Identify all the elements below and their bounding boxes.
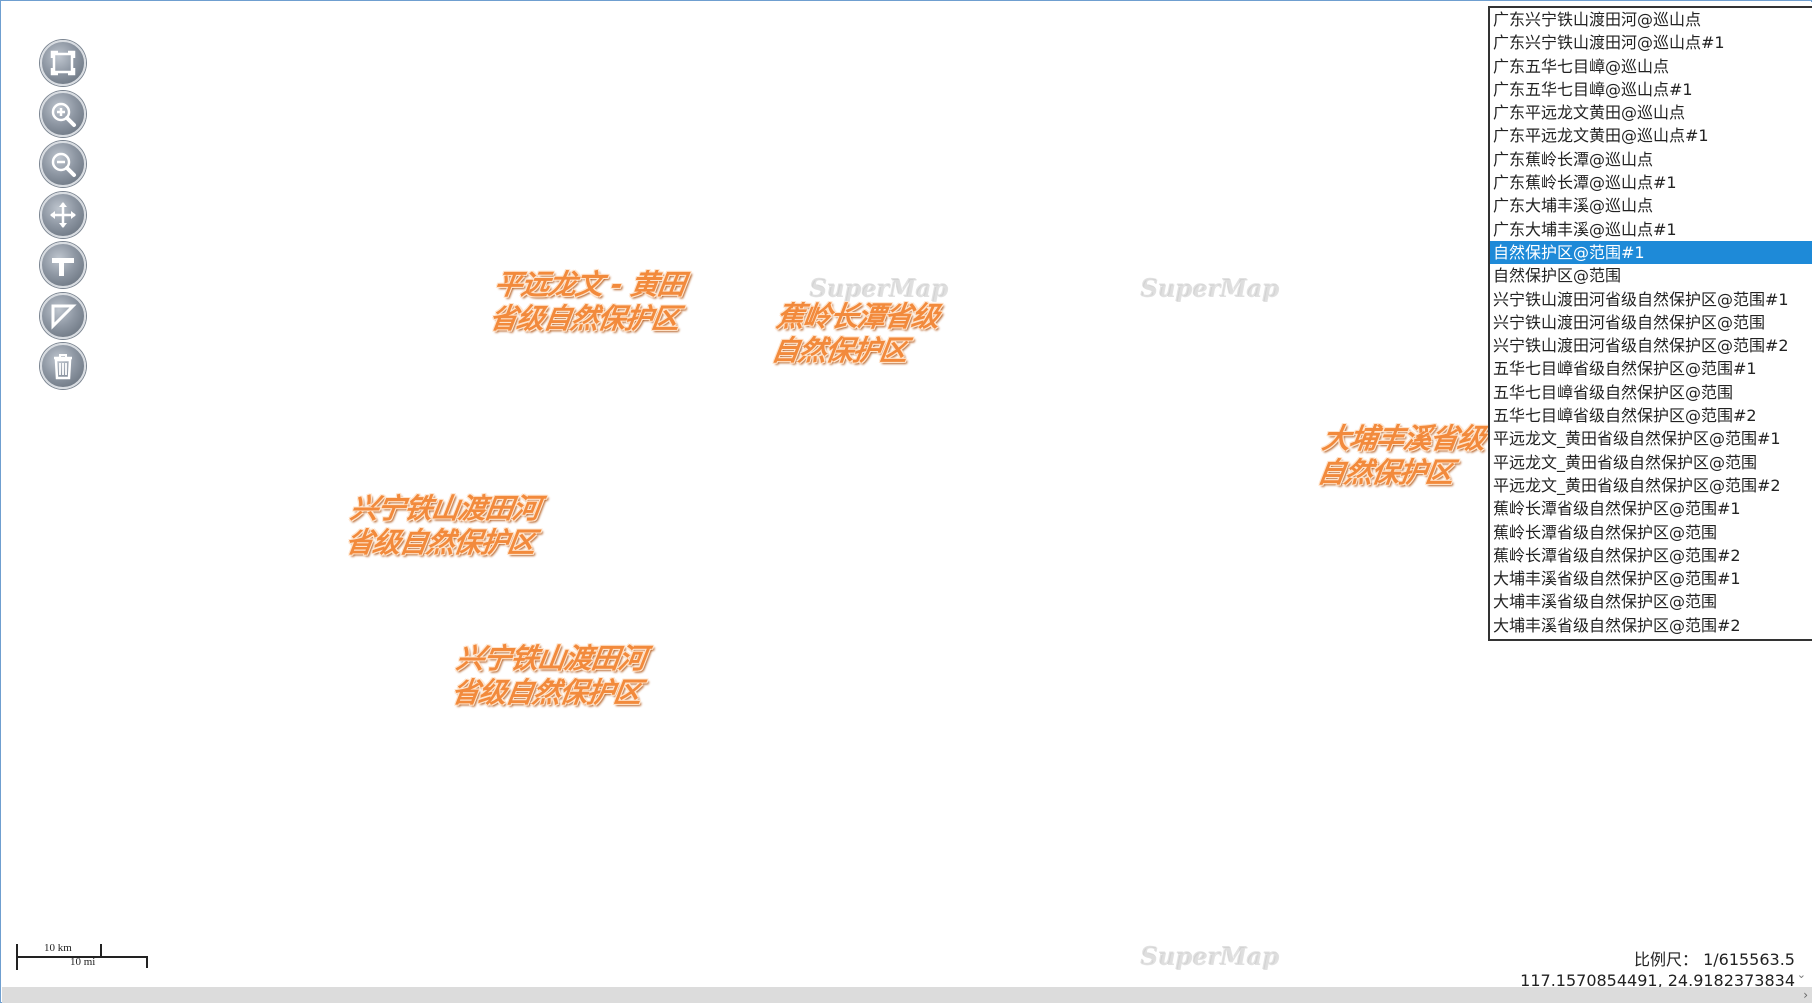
measure-distance-button[interactable] (40, 242, 86, 288)
scale-readout: 比例尺： 1/615563.5 (1633, 950, 1795, 969)
chevron-right-icon[interactable]: › (1803, 988, 1808, 1002)
layer-list-item[interactable]: 五华七目嶂省级自然保护区@范围#1 (1493, 359, 1757, 379)
zoom-in-button[interactable] (40, 90, 86, 137)
map-label: 平远龙文 - 黄田 省级自然保护区 (487, 268, 687, 336)
watermark: SuperMap (1141, 274, 1280, 303)
fullscreen-icon (50, 50, 76, 76)
layer-list-item[interactable]: 大埔丰溪省级自然保护区@范围 (1493, 592, 1718, 612)
horizontal-scrollbar[interactable]: › (2, 987, 1812, 1003)
chevron-down-icon[interactable]: ⌄ (1796, 968, 1806, 981)
map-label-line: 省级自然保护区 (487, 302, 682, 335)
layer-list-item[interactable]: 大埔丰溪省级自然保护区@范围#2 (1493, 615, 1741, 635)
pan-button[interactable] (40, 191, 86, 238)
map-label: 兴宁铁山渡田河 省级自然保护区 (449, 642, 648, 710)
scale-bar-tick (100, 944, 102, 956)
layer-list-item[interactable]: 广东蕉岭长潭@巡山点 (1493, 149, 1654, 169)
watermark: SuperMap (810, 274, 949, 303)
scale-bar: 10 km 10 mi (16, 942, 152, 972)
measure-area-button[interactable] (40, 292, 86, 339)
layer-list-item[interactable]: 兴宁铁山渡田河省级自然保护区@范围 (1493, 312, 1766, 332)
layer-list-item[interactable]: 广东平远龙文黄田@巡山点#1 (1493, 126, 1709, 146)
layer-list-item[interactable]: 广东大埔丰溪@巡山点#1 (1493, 219, 1677, 239)
scale-bar-line (16, 956, 148, 958)
layer-list-item[interactable]: 广东兴宁铁山渡田河@巡山点 (1493, 10, 1702, 29)
scale-bar-tick (146, 956, 148, 968)
layer-list-item[interactable]: 兴宁铁山渡田河省级自然保护区@范围#2 (1493, 336, 1789, 356)
layer-list-item[interactable]: 蕉岭长潭省级自然保护区@范围 (1493, 522, 1718, 542)
pan-icon (50, 201, 76, 228)
trash-icon (54, 354, 72, 380)
map-label-line: 省级自然保护区 (449, 676, 644, 709)
watermark: SuperMap (1141, 942, 1280, 971)
map-label-line: 省级自然保护区 (343, 526, 538, 559)
ruler-icon (52, 258, 74, 276)
clear-button[interactable] (40, 343, 86, 389)
layer-list-item[interactable]: 平远龙文_黄田省级自然保护区@范围#1 (1493, 429, 1781, 449)
zoom-in-icon (51, 102, 76, 127)
layer-list-item[interactable]: 自然保护区@范围#1 (1490, 240, 1812, 265)
map-label-line: 兴宁铁山渡田河 (348, 492, 542, 525)
layer-list-item[interactable]: 蕉岭长潭省级自然保护区@范围#2 (1493, 545, 1741, 565)
layer-list-item[interactable]: 兴宁铁山渡田河省级自然保护区@范围#1 (1493, 289, 1789, 309)
layer-list-item[interactable]: 广东平远龙文黄田@巡山点 (1493, 103, 1686, 123)
layer-list-item[interactable]: 五华七目嶂省级自然保护区@范围 (1493, 382, 1734, 402)
map-label: 兴宁铁山渡田河 省级自然保护区 (343, 492, 542, 560)
zoom-out-button[interactable] (40, 141, 86, 187)
layer-list-item[interactable]: 广东蕉岭长潭@巡山点#1 (1493, 173, 1677, 193)
map-label-line: 自然保护区 (1315, 456, 1456, 489)
layer-list-item[interactable]: 大埔丰溪省级自然保护区@范围#1 (1493, 569, 1741, 589)
scale-bar-tick (16, 944, 18, 970)
scale-bar-mi-label: 10 mi (70, 956, 96, 968)
layer-list-item[interactable]: 自然保护区@范围 (1493, 266, 1622, 286)
layer-list-item[interactable]: 蕉岭长潭省级自然保护区@范围#1 (1493, 499, 1741, 519)
map-label-line: 平远龙文 - 黄田 (492, 268, 687, 301)
map-toolbar (40, 40, 86, 394)
map-label-line: 兴宁铁山渡田河 (454, 642, 648, 675)
layer-list-item[interactable]: 平远龙文_黄田省级自然保护区@范围 (1493, 452, 1758, 472)
zoom-out-icon (51, 152, 76, 177)
scale-bar-km-label: 10 km (44, 942, 72, 954)
layer-list-item[interactable]: 五华七目嶂省级自然保护区@范围#2 (1493, 406, 1757, 426)
layer-list-item[interactable]: 广东大埔丰溪@巡山点 (1493, 196, 1654, 216)
layer-list-item[interactable]: 广东五华七目嶂@巡山点#1 (1493, 79, 1693, 99)
fullscreen-button[interactable] (40, 40, 86, 86)
map-label: 蕉岭长潭省级 自然保护区 (769, 300, 941, 368)
map-label-line: 自然保护区 (769, 334, 910, 367)
layer-list-item[interactable]: 平远龙文_黄田省级自然保护区@范围#2 (1493, 475, 1781, 495)
map-label-line: 大埔丰溪省级 (1320, 422, 1487, 455)
map-label: 大埔丰溪省级 自然保护区 (1315, 422, 1487, 490)
area-icon (51, 304, 77, 330)
layer-list-item[interactable]: 广东五华七目嶂@巡山点 (1493, 56, 1670, 76)
layer-list-item[interactable]: 广东兴宁铁山渡田河@巡山点#1 (1493, 33, 1725, 53)
map-label-line: 蕉岭长潭省级 (774, 300, 941, 333)
coordinate-readout: 117.1570854491, 24.9182373834 (1520, 971, 1795, 987)
